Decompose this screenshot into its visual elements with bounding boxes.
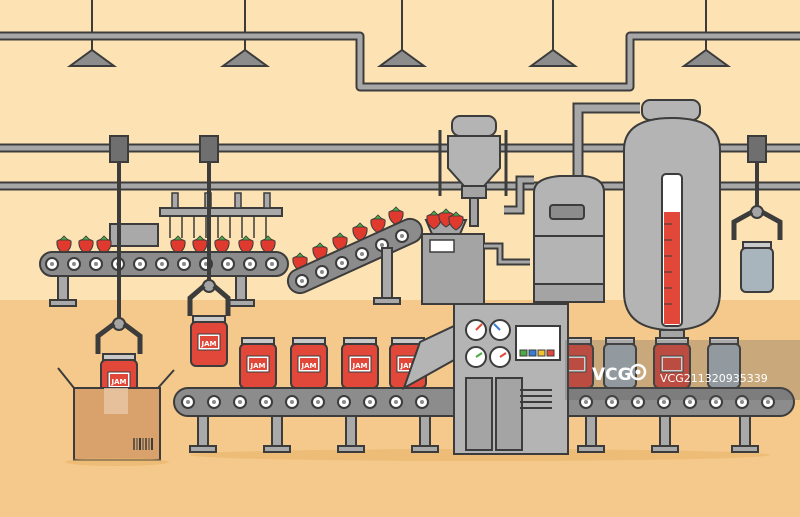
jar-label: JAM — [400, 362, 416, 370]
watermark-id: VCG211320935339 — [660, 372, 768, 385]
barcode-icon — [133, 438, 153, 450]
grinder-hopper — [421, 115, 530, 305]
back-conveyor — [39, 192, 289, 307]
gauge-icon — [465, 319, 487, 341]
jar-3: JAM — [341, 337, 379, 389]
watermark-logo: VCG — [592, 365, 632, 385]
carried-jar-2: JAM — [190, 315, 228, 367]
hanging-crane-1 — [95, 135, 143, 354]
cooking-tank — [533, 175, 605, 303]
jar-label: JAM — [301, 362, 317, 370]
watermark: VCG VCG211320935339 — [565, 340, 800, 400]
control-buttons — [519, 349, 555, 357]
right-crane-arm — [731, 135, 783, 293]
inclined-conveyor — [286, 206, 424, 305]
conveyor-jars: JAM JAM JAM JAM — [239, 337, 741, 389]
packing-box: JAM — [57, 353, 175, 461]
gauge-icon — [465, 346, 487, 368]
jar-label: JAM — [250, 362, 266, 370]
gauge-icon — [489, 346, 511, 368]
jar-2: JAM — [290, 337, 328, 389]
gauge-icon — [489, 319, 511, 341]
jar-label: JAM — [111, 378, 127, 386]
jar-4: JAM — [389, 337, 427, 389]
tank-pipes — [504, 102, 640, 215]
control-machine — [402, 303, 569, 455]
jar-1: JAM — [239, 337, 277, 389]
jar-label: JAM — [352, 362, 368, 370]
jam-storage-tank — [623, 99, 721, 361]
jar-label: JAM — [201, 340, 217, 348]
hanging-crane-2 — [187, 135, 231, 316]
